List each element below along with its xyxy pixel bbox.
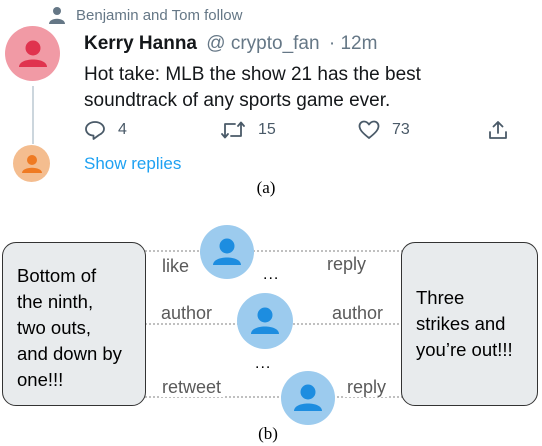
user-node bbox=[281, 371, 335, 425]
user-silhouette-icon bbox=[251, 307, 279, 334]
edge-label-reply: reply bbox=[324, 254, 370, 274]
tweet-text-line: Hot take: MLB the show 21 has the best bbox=[84, 64, 421, 85]
timestamp: · 12m bbox=[328, 33, 378, 54]
left-tweet-line: Bottom of bbox=[17, 265, 97, 286]
right-tweet-box: Three strikes and you’re out!!! bbox=[401, 242, 538, 406]
reply-avatar[interactable] bbox=[13, 145, 50, 182]
tweet-text: Hot take: MLB the show 21 has the best s… bbox=[84, 62, 524, 114]
user-silhouette-icon bbox=[294, 384, 322, 411]
edge-label-author: author bbox=[329, 303, 387, 323]
left-tweet-line: one!!! bbox=[17, 369, 64, 390]
right-tweet-line: Three bbox=[416, 287, 465, 308]
retweet-icon bbox=[221, 121, 245, 139]
caption-b: (b) bbox=[258, 424, 278, 443]
tweet-actions: 4 15 73 bbox=[84, 120, 514, 142]
tweet-text-line: soundtrack of any sports game ever. bbox=[84, 90, 391, 111]
follow-context-text: Benjamin and Tom follow bbox=[76, 6, 243, 24]
like-button[interactable]: 73 bbox=[358, 120, 410, 140]
edge-label-like: like bbox=[159, 256, 193, 276]
like-count: 73 bbox=[392, 121, 410, 138]
user-silhouette-icon bbox=[21, 154, 42, 173]
author-handle[interactable]: @ crypto_fan bbox=[206, 33, 320, 54]
ellipsis: ... bbox=[255, 355, 272, 372]
ellipsis: ... bbox=[263, 266, 280, 283]
edge-label-reply: reply bbox=[344, 377, 390, 397]
left-tweet-line: and down by bbox=[17, 343, 122, 364]
author-name[interactable]: Kerry Hanna bbox=[84, 33, 197, 54]
reply-button[interactable]: 4 bbox=[84, 120, 127, 140]
share-button[interactable] bbox=[488, 120, 508, 140]
edge-label-retweet: retweet bbox=[159, 377, 225, 397]
thread-line bbox=[32, 86, 34, 144]
reply-count: 4 bbox=[118, 121, 127, 138]
show-replies-link[interactable]: Show replies bbox=[84, 154, 182, 173]
heart-icon bbox=[358, 120, 380, 139]
person-icon bbox=[49, 7, 65, 24]
right-tweet-line: strikes and bbox=[416, 313, 506, 334]
user-node bbox=[200, 225, 254, 279]
user-node bbox=[237, 293, 293, 349]
social-context: Benjamin and Tom follow bbox=[48, 4, 242, 26]
author-avatar[interactable] bbox=[5, 26, 60, 81]
left-tweet-line: two outs, bbox=[17, 317, 92, 338]
retweet-button[interactable]: 15 bbox=[220, 120, 276, 140]
tweet-header: Kerry Hanna @ crypto_fan · 12m bbox=[84, 33, 377, 55]
user-silhouette-icon bbox=[18, 40, 47, 67]
share-icon bbox=[489, 121, 507, 139]
retweet-count: 15 bbox=[258, 121, 276, 138]
left-tweet-line: the ninth, bbox=[17, 291, 94, 312]
reply-icon bbox=[85, 121, 105, 140]
edge-label-author: author bbox=[158, 303, 216, 323]
user-silhouette-icon bbox=[213, 238, 241, 265]
left-tweet-box: Bottom of the ninth, two outs, and down … bbox=[2, 242, 146, 406]
right-tweet-line: you’re out!!! bbox=[416, 339, 513, 360]
caption-a: (a) bbox=[256, 178, 276, 197]
